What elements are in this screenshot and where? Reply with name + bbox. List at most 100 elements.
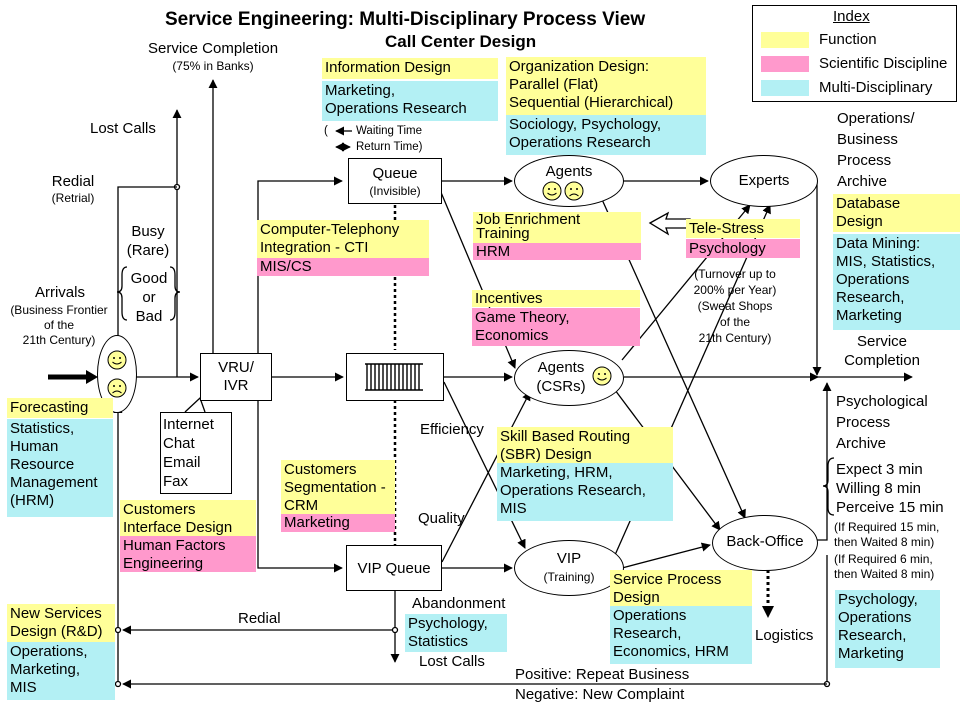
spd-line-2: Design (613, 589, 660, 606)
back-office-node: Back-Office (712, 515, 818, 571)
database-line-2: Design (836, 213, 883, 230)
new-services-line-1: New Services (10, 605, 102, 622)
channel-internet: Internet (163, 416, 214, 433)
cid-line-2: Interface Design (123, 519, 233, 536)
datamining-line-2: MIS, Statistics, (836, 253, 936, 270)
tele-stress-discipline: Psychology (686, 239, 800, 258)
vip-queue-node: VIP Queue (346, 545, 442, 591)
vip-label: VIP (556, 550, 582, 567)
agents-csr-node: Agents (CSRs) (514, 350, 624, 406)
back-office-label: Back-Office (726, 533, 804, 550)
sbr-multi-line-2: Operations Research, (500, 482, 646, 499)
abandon-multi-line-1: Psychology, (408, 615, 488, 632)
job-line-1: Job Enrichment (476, 212, 581, 228)
turnover-note-5: 21th Century) (698, 331, 772, 345)
sbr-multi-line-1: Marketing, HRM, (500, 464, 613, 481)
channel-fax: Fax (163, 473, 189, 490)
bad-label: Bad (135, 308, 163, 325)
if-required-2a: (If Required 6 min, (834, 552, 933, 566)
legend-label-function: Function (819, 31, 877, 48)
channel-chat: Chat (163, 435, 195, 452)
efficiency-label: Efficiency (420, 421, 484, 438)
index-legend: Index Function Scientific Discipline Mul… (752, 5, 957, 102)
data-mining-box: Data Mining: MIS, Statistics, Operations… (833, 234, 960, 330)
sbr-multi-line-3: MIS (500, 500, 527, 517)
new-services-disciplines: Operations, Marketing, MIS (7, 642, 115, 700)
waiting-time-label: Waiting Time (356, 125, 423, 137)
legend-swatch-function (761, 32, 809, 48)
expect-time: Expect 3 min (836, 461, 923, 478)
turnover-note-2: 200% per Year) (693, 283, 777, 297)
forecasting-box: Forecasting (7, 398, 113, 418)
job-enrichment-discipline: HRM (473, 243, 641, 260)
ops-archive-line-1: Operations/ (837, 110, 915, 127)
service-completion-right-1: Service (856, 333, 908, 350)
sbr-line-1: Skill Based Routing (500, 428, 631, 445)
queue-label: Queue (372, 165, 418, 182)
agents-csr-label-2: (CSRs) (536, 378, 586, 395)
index-heading: Index (833, 8, 870, 25)
or-label: or (142, 289, 156, 306)
redial-top-note: (Retrial) (51, 191, 95, 205)
vru-label-2: IVR (223, 377, 249, 394)
spd-multi-line-3: Economics, HRM (613, 643, 729, 660)
abandon-multi-line-2: Statistics (408, 633, 469, 650)
ns-multi-line-2: Marketing, (10, 661, 81, 678)
new-services-design-box: New Services Design (R&D) (7, 604, 115, 642)
spd-multi-line-1: Operations (613, 607, 687, 624)
database-design-box: Database Design (833, 194, 960, 232)
page-title: Service Engineering: Multi-Disciplinary … (165, 9, 646, 30)
queue-node: Queue (Invisible) (348, 158, 442, 204)
datamining-line-5: Marketing (836, 307, 902, 324)
cid-sci-line-1: Human Factors (123, 537, 226, 554)
forecast-multi-line-2: Human (10, 438, 59, 455)
customer-segmentation-discipline: Marketing (281, 514, 395, 532)
seg-line-1: Customers (284, 461, 357, 478)
forecasting-disciplines: Statistics, Human Resource Management (H… (7, 419, 113, 517)
sbr-line-2: (SBR) Design (500, 446, 592, 463)
cid-sci-line-2: Engineering (123, 555, 204, 572)
experts-node: Experts (710, 155, 818, 207)
datamining-line-1: Data Mining: (836, 235, 921, 252)
agents-top-node: Agents (514, 155, 624, 207)
org-design-line-3: Sequential (Hierarchical) (509, 94, 674, 111)
customer-interface-box: Customers Interface Design (120, 500, 256, 536)
cid-line-1: Customers (123, 501, 196, 518)
spd-line-1: Service Process (613, 571, 722, 588)
sbr-box: Skill Based Routing (SBR) Design (497, 427, 673, 463)
sbr-disciplines: Marketing, HRM, Operations Research, MIS (497, 463, 673, 521)
incentives-box: Incentives (472, 290, 640, 307)
arrivals-label: Arrivals (34, 284, 85, 301)
customer-interface-discipline: Human Factors Engineering (120, 536, 256, 572)
information-design-disciplines: Marketing, Operations Research (322, 81, 498, 121)
service-completion-right-2: Completion (844, 352, 920, 369)
organization-design-disciplines: Sociology, Psychology, Operations Resear… (506, 115, 706, 155)
org-design-line-2: Parallel (Flat) (509, 76, 599, 93)
tele-stress-box: Tele-Stress (686, 219, 800, 238)
if-required-1b: then Waited 8 min) (834, 535, 935, 549)
incentives-discipline: Game Theory, Economics (472, 308, 640, 346)
if-required-2b: then Waited 8 min) (834, 567, 935, 581)
spd-multi-line-2: Research, (613, 625, 682, 642)
service-completion-top-label: Service Completion (148, 40, 279, 57)
seg-line-2: Segmentation - (284, 479, 386, 496)
abandonment-disciplines: Psychology, Statistics (405, 614, 507, 652)
page-subtitle: Call Center Design (385, 32, 537, 51)
csr-face-icon (592, 366, 612, 386)
positive-feedback-label: Positive: Repeat Business (515, 666, 690, 683)
psych-archive-line-3: Archive (836, 435, 887, 452)
cti-box: Computer-Telephony Integration - CTI (257, 220, 429, 258)
job-enrichment-box: Job Enrichment Training (473, 212, 641, 243)
forecast-multi-line-5: (HRM) (10, 492, 55, 509)
psych-multi-line-4: Marketing (838, 645, 904, 662)
psych-multi-line-1: Psychology, (838, 591, 918, 608)
database-line-1: Database (836, 195, 901, 212)
busy-label: Busy (131, 223, 165, 240)
turnover-note-4: of the (719, 315, 751, 329)
arrivals-note-3: 21th Century) (22, 333, 96, 347)
lost-calls-top-label: Lost Calls (90, 120, 156, 137)
agents-csr-label-1: Agents (537, 359, 585, 376)
queue-buffer-node (346, 353, 444, 401)
redial-bottom-label: Redial (238, 610, 281, 627)
psych-archive-line-1: Psychological (836, 393, 928, 410)
